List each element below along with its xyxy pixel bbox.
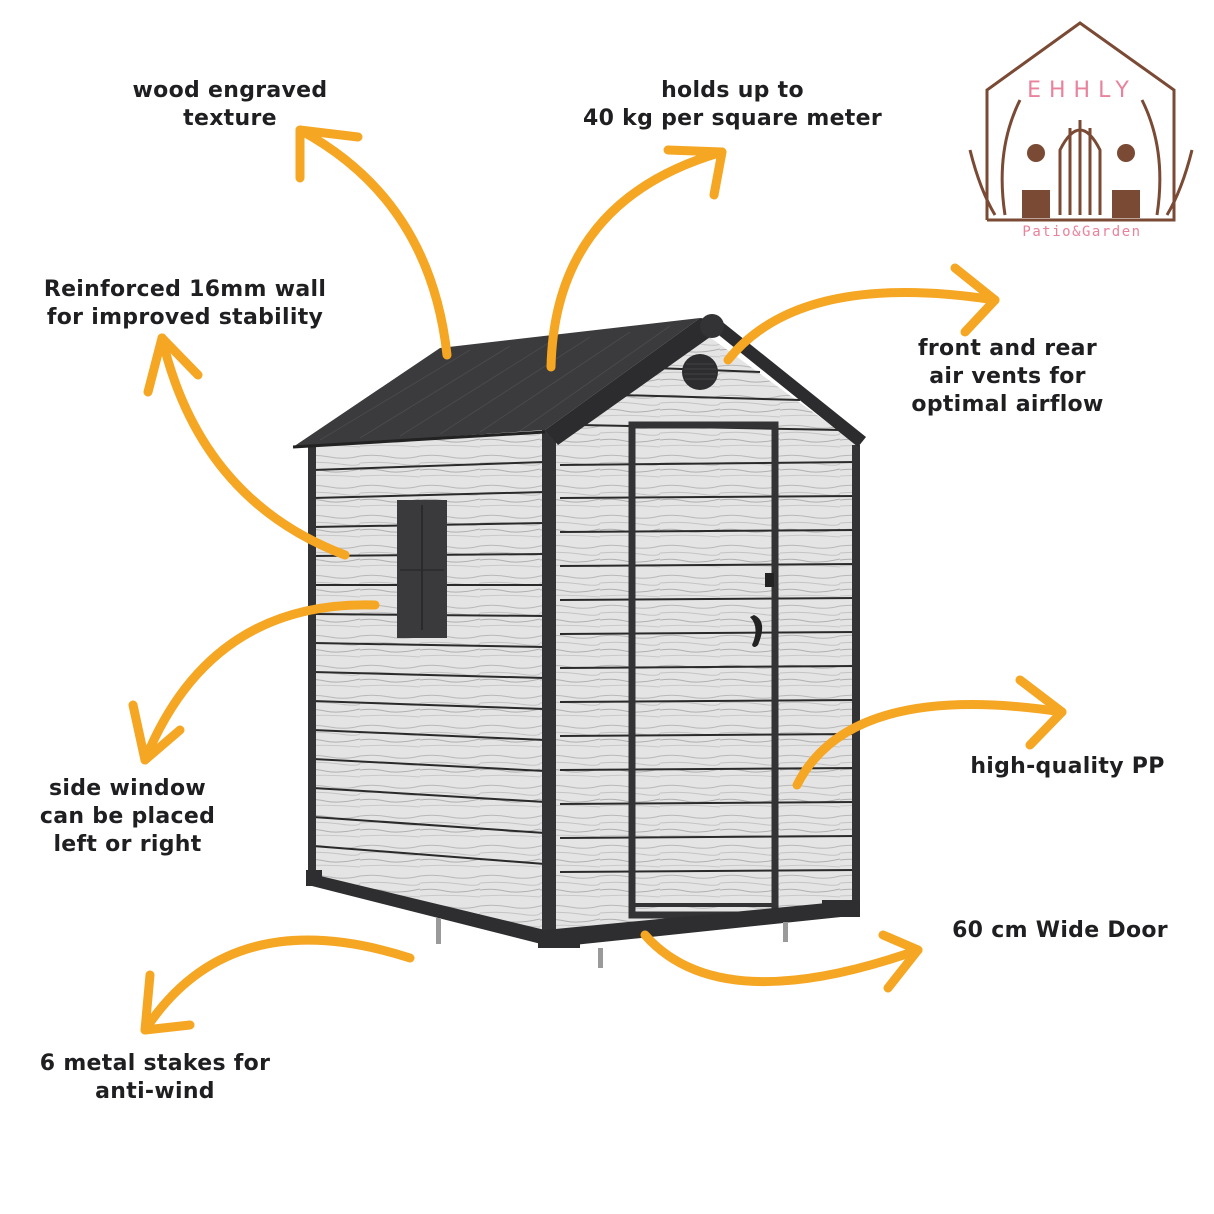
annotation-arrows xyxy=(128,125,1067,1035)
brand-name: EHHLY xyxy=(1027,78,1137,103)
front-wall xyxy=(542,330,860,940)
door-arch-icon xyxy=(1058,120,1102,215)
house-outline-icon xyxy=(985,21,1176,222)
feature-door: 60 cm Wide Door xyxy=(952,918,1168,943)
air-vent xyxy=(682,354,718,390)
brand-tagline: Patio&Garden xyxy=(1022,224,1142,240)
door-handle xyxy=(750,615,763,647)
leaf-branches-icon xyxy=(968,99,1194,216)
side-wall xyxy=(308,430,546,935)
brand-logo: EHHLY Patio&Garden xyxy=(950,10,1214,260)
metal-stakes xyxy=(436,918,788,968)
base-frame xyxy=(306,870,860,948)
plant-pots-icon xyxy=(1022,144,1140,218)
feature-material: high-quality PP xyxy=(970,754,1165,779)
